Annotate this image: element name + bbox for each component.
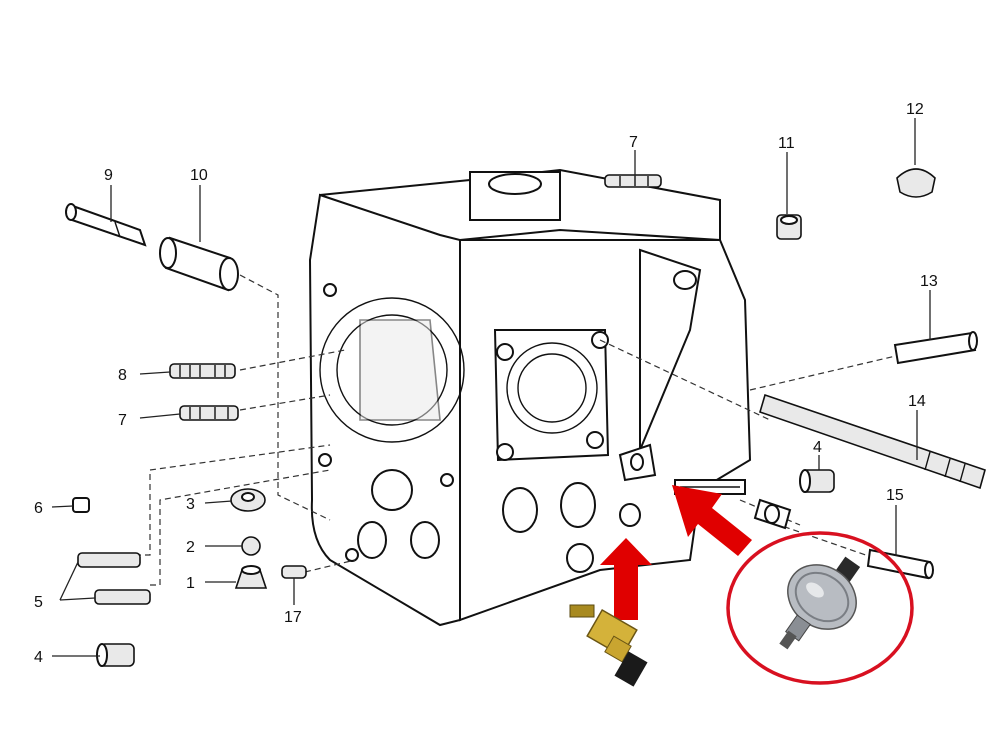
part-1-spring — [234, 565, 268, 589]
callout-3: 3 — [186, 496, 195, 513]
red-arrow-up — [600, 538, 652, 620]
part-4-plug-right — [799, 469, 835, 493]
callout-9: 9 — [104, 167, 113, 184]
callout-10: 10 — [190, 167, 208, 184]
oil-pressure-sender-icon — [779, 556, 861, 650]
callout-8: 8 — [118, 367, 127, 384]
callout-7-top: 7 — [629, 134, 638, 151]
leader-lines — [51, 118, 931, 657]
part-2-ball — [241, 536, 261, 556]
callout-11: 11 — [778, 135, 795, 152]
part-7-stud-left — [179, 405, 239, 421]
callout-7-left: 7 — [118, 412, 127, 429]
part-7-stud-top — [604, 174, 662, 188]
part-11-nut — [776, 214, 802, 240]
callout-4-left: 4 — [34, 649, 43, 666]
part-13-pin — [893, 331, 978, 365]
red-arrow-diagonal — [672, 485, 752, 556]
part-4-plug-left — [96, 643, 135, 667]
part-12-cap — [896, 168, 936, 198]
part-14-long-stud — [759, 393, 986, 490]
callout-13: 13 — [920, 273, 938, 290]
callout-5: 5 — [34, 594, 43, 611]
part-9-pin — [65, 203, 147, 247]
highlight-circle — [726, 531, 914, 685]
temperature-sender-icon — [569, 604, 648, 687]
part-6-plug — [72, 497, 90, 513]
part-3-nut — [230, 488, 266, 512]
callout-14: 14 — [908, 393, 926, 410]
part-8-stud — [169, 363, 236, 379]
assembly-lines — [135, 274, 901, 586]
engine-block — [308, 168, 752, 627]
part-15-pin — [753, 498, 934, 580]
callout-15: 15 — [886, 487, 904, 504]
part-17-pin — [281, 565, 307, 579]
callouts: 9 10 8 7 7 6 5 4 3 2 1 17 11 12 13 14 4 … — [34, 101, 938, 666]
callout-2: 2 — [186, 539, 195, 556]
callout-4-right: 4 — [813, 439, 822, 456]
callout-17: 17 — [284, 609, 302, 626]
callout-1: 1 — [186, 575, 195, 592]
callout-12: 12 — [906, 101, 924, 118]
part-10-sleeve — [159, 236, 239, 292]
callout-6: 6 — [34, 500, 43, 517]
part-5-studs — [77, 552, 151, 605]
